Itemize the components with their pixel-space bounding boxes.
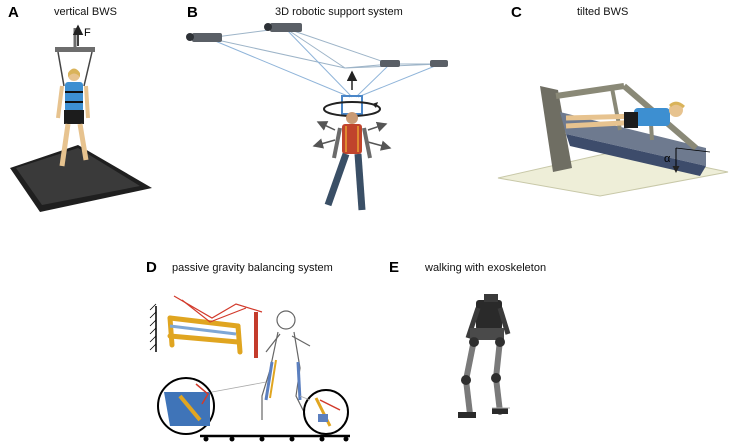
back-frame bbox=[540, 86, 572, 172]
person-c-torso bbox=[634, 108, 670, 126]
panel-e-title: walking with exoskeleton bbox=[425, 262, 547, 274]
person-b-leg-left bbox=[324, 152, 350, 207]
panel-d-title: passive gravity balancing system bbox=[172, 262, 333, 274]
person-a-leg-right bbox=[77, 123, 89, 161]
strap-left bbox=[57, 51, 65, 87]
force-label: F bbox=[84, 27, 91, 39]
panel-b-letter: B bbox=[187, 4, 198, 21]
person-a-leg-left bbox=[59, 123, 71, 167]
motor-unit-4 bbox=[430, 60, 448, 67]
person-a-shorts bbox=[64, 110, 84, 124]
detail-zoom-right bbox=[303, 389, 349, 435]
motor-unit-3 bbox=[380, 60, 400, 67]
motor-unit-2 bbox=[264, 23, 302, 32]
panel-a-title: vertical BWS bbox=[54, 6, 117, 18]
person-a-hair bbox=[68, 68, 80, 77]
support-frame bbox=[341, 95, 363, 115]
person-d-outline bbox=[261, 310, 311, 425]
panel-c-title: tilted BWS bbox=[577, 6, 629, 18]
panel-b-title: 3D robotic support system bbox=[275, 6, 403, 18]
tilt-angle-label: α bbox=[664, 153, 671, 165]
person-b-head bbox=[346, 112, 358, 124]
overhead-bar bbox=[55, 47, 95, 52]
motor-unit-1 bbox=[186, 33, 222, 42]
person-b-leg-right bbox=[354, 153, 366, 211]
panel-a-letter: A bbox=[8, 4, 19, 21]
panel-c-letter: C bbox=[511, 4, 522, 21]
treadmill-belt bbox=[16, 148, 140, 205]
panel-d-illustration bbox=[149, 295, 350, 442]
panel-d-letter: D bbox=[146, 259, 157, 276]
strap-right bbox=[83, 51, 93, 87]
panel-c-illustration: α bbox=[497, 83, 729, 197]
panel-b-illustration bbox=[186, 23, 448, 211]
exoskeleton-backpack bbox=[476, 300, 502, 330]
person-a-harness bbox=[65, 82, 83, 112]
panel-e-letter: E bbox=[389, 259, 400, 276]
person-c-head bbox=[669, 103, 683, 117]
panel-a-illustration: F bbox=[10, 24, 152, 212]
panel-e-illustration bbox=[458, 294, 511, 418]
